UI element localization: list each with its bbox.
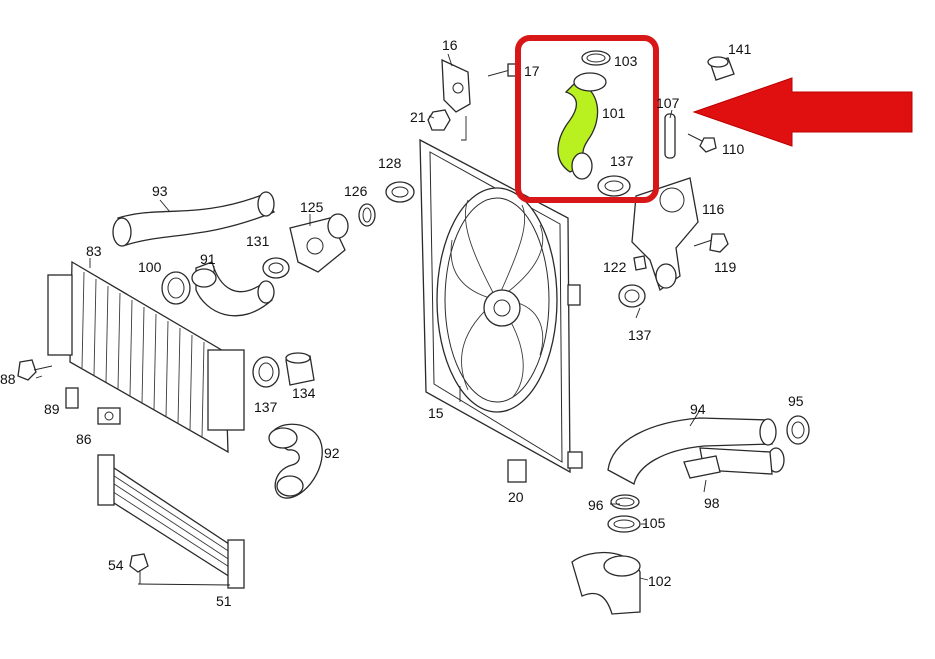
label-125: 125 [300, 199, 324, 215]
hose-92 [268, 423, 323, 499]
clamp-100 [161, 271, 191, 305]
clip-20 [507, 459, 527, 483]
hose-91 [191, 261, 275, 317]
label-51: 51 [216, 593, 232, 609]
highlight-box [515, 35, 659, 203]
label-17: 17 [524, 63, 540, 79]
label-137-left: 137 [254, 399, 278, 415]
label-94: 94 [690, 401, 706, 417]
bolt-110 [687, 133, 717, 153]
bolt-88 [17, 359, 53, 381]
label-54: 54 [108, 557, 124, 573]
manifold-116 [631, 177, 699, 292]
label-88: 88 [0, 371, 16, 387]
nut-21 [427, 109, 467, 141]
clamp-137-right [618, 284, 646, 308]
part-labels: 16 17 21 103 101 137 141 107 110 116 119… [0, 37, 804, 609]
label-137-top: 137 [610, 153, 634, 169]
seal-126 [358, 203, 376, 227]
bolt-17 [487, 63, 519, 77]
label-119: 119 [714, 259, 737, 275]
label-122: 122 [603, 259, 627, 275]
oil-cooler-51 [97, 454, 245, 589]
label-89: 89 [44, 401, 60, 417]
hose-102 [571, 551, 641, 615]
label-98: 98 [704, 495, 720, 511]
pipe-94 [607, 417, 785, 485]
label-110: 110 [722, 141, 745, 157]
clamp-131 [262, 257, 290, 279]
label-91: 91 [200, 251, 216, 267]
label-101: 101 [602, 105, 626, 121]
rubber-mount-141 [707, 56, 735, 81]
bracket-98 [683, 455, 721, 479]
clamp-128 [385, 181, 415, 203]
label-96: 96 [588, 497, 604, 513]
label-137-right: 137 [628, 327, 652, 343]
label-128: 128 [378, 155, 402, 171]
label-92: 92 [324, 445, 340, 461]
label-15: 15 [428, 405, 444, 421]
intercooler-83 [47, 260, 245, 454]
clamp-137-top [597, 175, 631, 197]
label-107: 107 [656, 95, 680, 111]
clamp-95 [786, 415, 810, 445]
label-126: 126 [344, 183, 368, 199]
label-116: 116 [702, 201, 725, 217]
label-103: 103 [614, 53, 638, 69]
label-131: 131 [246, 233, 270, 249]
sleeve-134 [285, 352, 315, 386]
hose-93 [112, 191, 276, 247]
bracket-16 [441, 58, 471, 113]
clip-122 [633, 255, 647, 271]
label-105: 105 [642, 515, 666, 531]
bolt-119 [693, 233, 729, 253]
clamp-137-left [252, 356, 280, 388]
label-95: 95 [788, 393, 804, 409]
leader-lines [35, 53, 707, 586]
label-134: 134 [292, 385, 316, 401]
sensor-86 [97, 407, 121, 425]
hose-101-highlighted [557, 72, 607, 180]
fan-shroud-15 [419, 138, 583, 474]
label-100: 100 [138, 259, 162, 275]
label-86: 86 [76, 431, 92, 447]
label-20: 20 [508, 489, 524, 505]
callout-arrow [692, 77, 913, 147]
label-83: 83 [86, 243, 102, 259]
bracket-89 [65, 387, 79, 409]
label-102: 102 [648, 573, 672, 589]
label-21: 21 [410, 109, 426, 125]
clamp-105 [607, 515, 641, 533]
seal-96 [610, 494, 640, 510]
bolt-54 [129, 553, 149, 584]
label-16: 16 [442, 37, 458, 53]
valve-125 [289, 213, 349, 273]
bracket-107 [664, 113, 676, 159]
label-93: 93 [152, 183, 168, 199]
seal-103 [581, 50, 611, 66]
label-141: 141 [728, 41, 752, 57]
